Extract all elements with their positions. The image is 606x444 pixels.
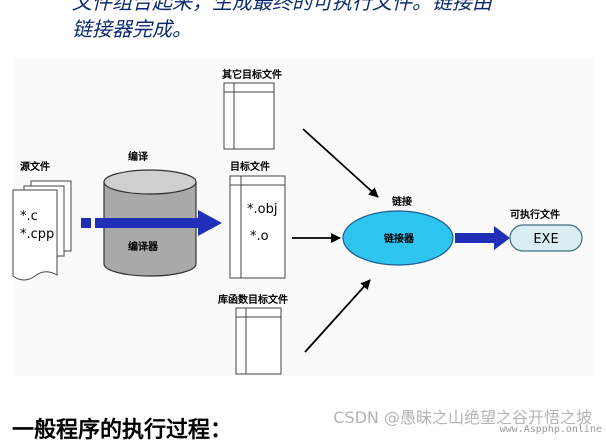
exe-name: EXE: [533, 232, 558, 247]
lib-obj-file-icon: [235, 307, 282, 375]
watermark: CSDN @愚昧之山绝望之谷开悟之坡: [333, 408, 592, 427]
intro-line-2: 链接器完成。: [72, 17, 192, 41]
other-obj-to-linker-arrow: [302, 128, 379, 198]
source-ext-c: *.c: [20, 209, 38, 224]
linker-ellipse: [342, 210, 454, 266]
source-file-stack-icon: [12, 180, 72, 281]
lib-obj-label: 库函数目标文件: [218, 293, 288, 306]
compile-label: 编译: [128, 150, 149, 163]
other-obj-label: 其它目标文件: [222, 68, 282, 81]
compiler-cylinder: [103, 169, 197, 277]
lib-to-linker-arrow: [304, 279, 371, 353]
exe-label: 可执行文件: [510, 208, 560, 221]
source-label: 源文件: [20, 160, 50, 173]
link-to-exe-arrow: [455, 226, 510, 250]
linker-label: 链接器: [383, 232, 415, 245]
intro-line-1: 文件组合起来，生成最终的可执行文件。链接由: [72, 0, 492, 14]
compile-flow-arrow: [81, 210, 222, 236]
obj-label: 目标文件: [230, 160, 270, 173]
compile-link-diagram: 源文件 *.c *.cpp 编译 编译器 其它目标文件 目标文件 *.obj *…: [12, 58, 594, 376]
other-obj-file-icon: [223, 82, 275, 150]
obj-file-icon: [229, 175, 286, 279]
link-label: 链接: [391, 195, 412, 208]
exe-box: [509, 224, 583, 252]
source-ext-cpp: *.cpp: [20, 227, 54, 242]
obj-ext-o: *.o: [250, 229, 269, 244]
site-watermark: www.Aspphp.online: [499, 424, 602, 435]
compiler-label: 编译器: [128, 240, 159, 253]
diagram-background: [14, 58, 594, 376]
section-heading: 一般程序的执行过程：: [12, 418, 233, 443]
obj-ext-obj: *.obj: [247, 202, 277, 217]
